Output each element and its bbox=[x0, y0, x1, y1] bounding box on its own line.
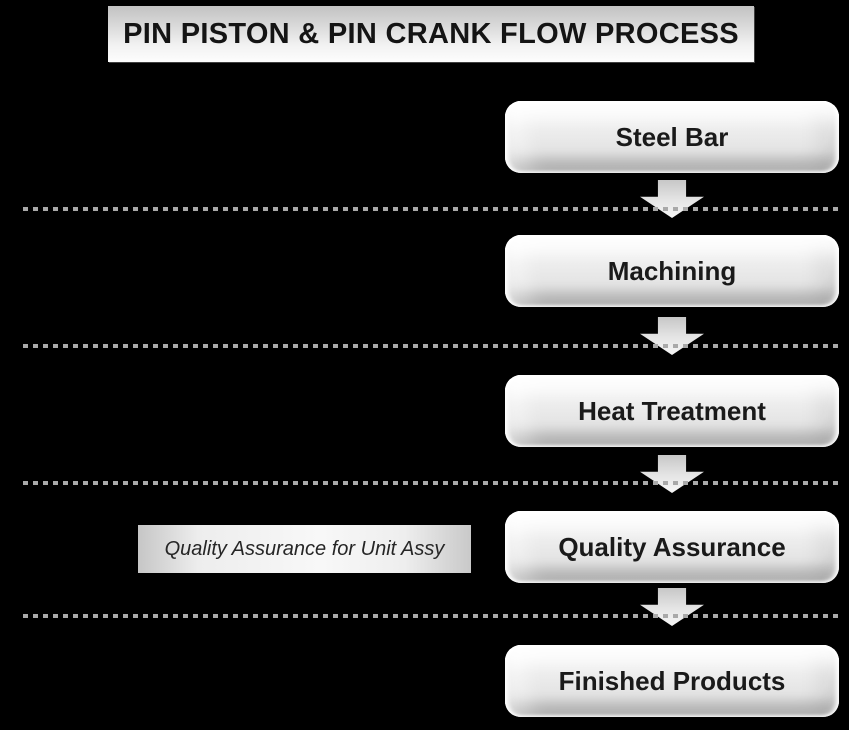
section-divider-line bbox=[23, 614, 838, 618]
diagram-title: PIN PISTON & PIN CRANK FLOW PROCESS bbox=[123, 17, 739, 50]
section-divider-line bbox=[23, 344, 838, 348]
section-divider-line bbox=[23, 481, 838, 485]
process-step-quality-assurance: Quality Assurance bbox=[505, 511, 839, 583]
process-step-label: Steel Bar bbox=[615, 121, 729, 152]
down-arrow-icon bbox=[640, 180, 704, 218]
down-arrow-icon bbox=[640, 588, 704, 626]
down-arrow-icon bbox=[640, 317, 704, 355]
process-step-heat-treatment: Heat Treatment bbox=[505, 375, 839, 447]
process-step-finished-products: Finished Products bbox=[505, 645, 839, 717]
qa-unit-assy-note-text: Quality Assurance for Unit Assy bbox=[164, 537, 445, 560]
process-step-label: Finished Products bbox=[558, 665, 786, 696]
qa-unit-assy-note: Quality Assurance for Unit Assy bbox=[138, 525, 471, 573]
process-step-label: Heat Treatment bbox=[578, 395, 766, 426]
process-step-steel-bar: Steel Bar bbox=[505, 101, 839, 173]
down-arrow-icon bbox=[640, 455, 704, 493]
section-divider-line bbox=[23, 207, 838, 211]
process-step-machining: Machining bbox=[505, 235, 839, 307]
process-step-label: Quality Assurance bbox=[558, 531, 786, 562]
process-step-label: Machining bbox=[607, 255, 737, 286]
diagram-title-bar: PIN PISTON & PIN CRANK FLOW PROCESS bbox=[108, 6, 754, 62]
